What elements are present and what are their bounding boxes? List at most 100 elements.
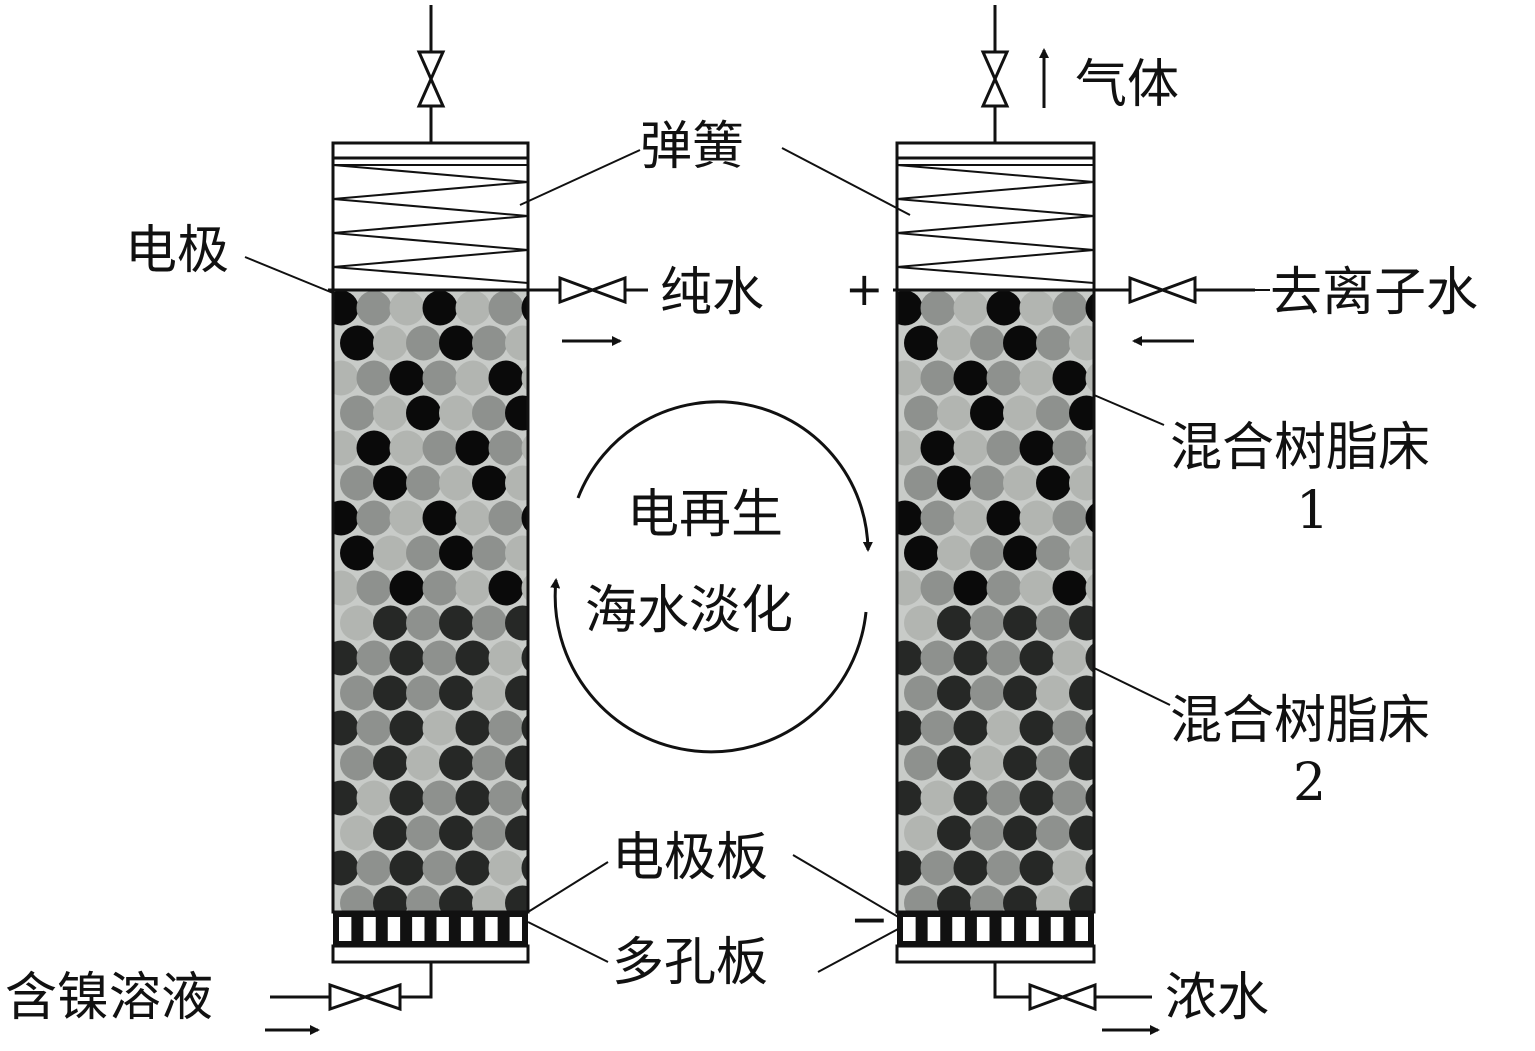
resin-bead — [505, 745, 528, 781]
resin-bead — [505, 815, 528, 851]
resin-bead — [953, 430, 989, 466]
resin-bead — [356, 500, 392, 536]
resin-bead — [986, 640, 1022, 676]
resin-bead — [1019, 430, 1055, 466]
resin-bead — [986, 710, 1022, 746]
porous-plate-hole — [509, 917, 522, 941]
resin-bead — [422, 850, 458, 886]
resin-bead — [904, 325, 939, 361]
resin-bead — [937, 605, 972, 641]
resin-bead — [1019, 710, 1055, 746]
resin-bead — [455, 850, 491, 886]
resin-bead — [1052, 360, 1088, 396]
resin-bead — [455, 360, 491, 396]
resin-bead — [1019, 360, 1055, 396]
resin-bead — [970, 745, 1005, 781]
resin-bead — [1052, 500, 1088, 536]
resin-bead — [356, 570, 392, 606]
resin-bead — [488, 430, 524, 466]
resin-bead — [937, 465, 972, 501]
resin-bead — [1036, 675, 1071, 711]
resin-bead — [406, 815, 441, 851]
resin-bead — [986, 570, 1022, 606]
left-pure-water-outlet — [558, 275, 648, 346]
resin-bead — [1069, 395, 1094, 431]
right-resin-beads — [897, 290, 1094, 912]
resin-bead — [953, 290, 989, 326]
resin-bead — [333, 570, 359, 606]
resin-bead — [1069, 605, 1094, 641]
resin-bead — [505, 675, 528, 711]
resin-bead — [953, 850, 989, 886]
resin-bead — [970, 325, 1005, 361]
resin-bead — [356, 640, 392, 676]
porous-plate-hole — [412, 917, 425, 941]
label-mixed-bed-1-number: 1 — [1296, 481, 1329, 541]
porous-plate-hole — [903, 917, 916, 941]
label-plus: + — [845, 262, 884, 316]
resin-bead — [986, 430, 1022, 466]
left-resin-beads — [333, 290, 528, 912]
resin-bead — [1069, 885, 1094, 912]
resin-bead — [373, 675, 408, 711]
resin-bead — [455, 500, 491, 536]
resin-bead — [389, 290, 425, 326]
resin-bead — [897, 430, 923, 466]
resin-bead — [422, 570, 458, 606]
resin-bead — [1003, 815, 1038, 851]
resin-bead — [439, 745, 474, 781]
porous-plate-hole — [1050, 917, 1064, 941]
resin-bead — [1003, 675, 1038, 711]
label-minus: − — [850, 892, 889, 946]
resin-bead — [986, 850, 1022, 886]
resin-bead — [521, 854, 528, 882]
resin-bead — [1019, 640, 1055, 676]
resin-bead — [333, 360, 359, 396]
resin-bead — [389, 500, 425, 536]
resin-bead — [937, 745, 972, 781]
resin-bead — [904, 465, 939, 501]
porous-plate-hole — [976, 917, 990, 941]
resin-bead — [970, 395, 1005, 431]
resin-bead — [897, 850, 923, 886]
resin-bead — [340, 815, 375, 851]
resin-bead — [333, 850, 359, 886]
resin-bead — [986, 780, 1022, 816]
resin-bead — [333, 640, 359, 676]
resin-bead — [920, 290, 956, 326]
resin-bead — [472, 535, 507, 571]
resin-bead — [1069, 535, 1094, 571]
resin-bead — [356, 850, 392, 886]
resin-bead — [521, 784, 528, 812]
resin-bead — [521, 714, 528, 742]
label-electrode: 电极 — [125, 221, 229, 281]
resin-bead — [340, 675, 375, 711]
resin-bead — [904, 675, 939, 711]
resin-bead — [1069, 465, 1094, 501]
porous-plate-hole — [387, 917, 401, 941]
resin-bead — [1085, 642, 1094, 674]
resin-bead — [455, 640, 491, 676]
resin-bead — [920, 360, 956, 396]
resin-bead — [1085, 432, 1094, 464]
resin-bead — [488, 360, 524, 396]
resin-bead — [1069, 815, 1094, 851]
resin-bead — [472, 815, 507, 851]
label-mixed-bed-2: 混合树脂床 — [1170, 691, 1430, 751]
resin-bead — [439, 535, 474, 571]
resin-bead — [340, 325, 375, 361]
resin-bead — [897, 640, 923, 676]
label-deionized-water: 去离子水 — [1270, 263, 1478, 323]
porous-plate-hole — [1026, 917, 1039, 941]
resin-bead — [389, 850, 425, 886]
resin-bead — [406, 535, 441, 571]
resin-bead — [505, 325, 528, 361]
resin-bead — [521, 504, 528, 532]
label-electro-regeneration: 电再生 — [627, 485, 783, 545]
resin-bead — [333, 500, 359, 536]
resin-bead — [1069, 325, 1094, 361]
resin-bead — [373, 745, 408, 781]
label-mixed-bed-2-number: 2 — [1293, 753, 1326, 813]
resin-bead — [340, 395, 375, 431]
resin-bead — [1085, 572, 1094, 604]
